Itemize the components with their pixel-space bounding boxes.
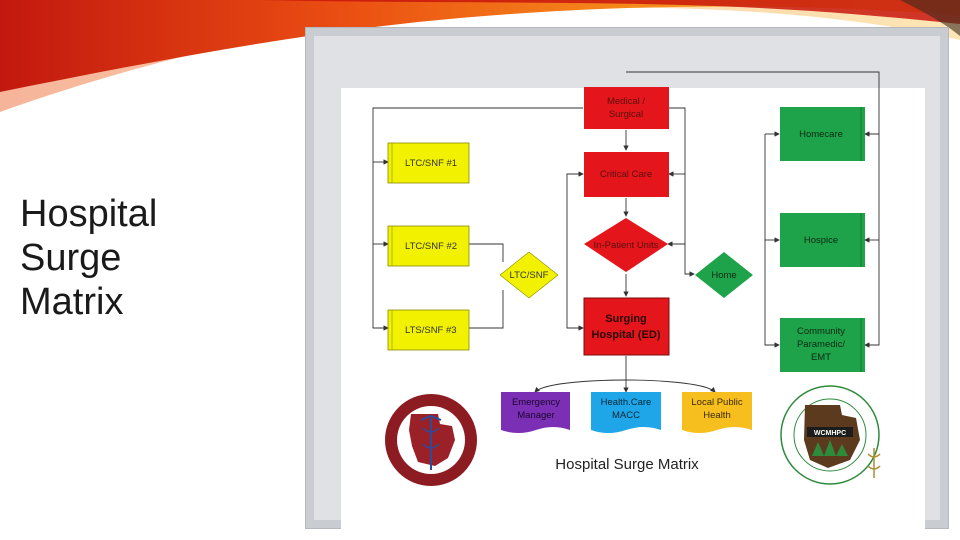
healthcare-macc-doc: Health.Care MACC (591, 392, 661, 433)
medical-surgical-label-line1: Medical / (607, 96, 645, 107)
homecare-label: Homecare (799, 129, 843, 140)
slide-title: Hospital Surge Matrix (20, 193, 158, 323)
critical-care-box: Critical Care (584, 152, 669, 197)
community-paramedic-label-line2: Paramedic/ (797, 339, 845, 350)
surging-hospital-label-line1: Surging (605, 313, 647, 325)
healthcare-macc-label-line2: MACC (612, 410, 640, 421)
critical-care-label: Critical Care (600, 169, 652, 180)
community-paramedic-label-line1: Community (797, 326, 845, 337)
central-mn-coalition-logo (385, 394, 477, 486)
diagram-caption: Hospital Surge Matrix (555, 456, 699, 473)
local-public-health-label-line1: Local Public (691, 397, 742, 408)
wcmhpc-badge-text: WCMHPC (814, 430, 846, 437)
surging-hospital-label-line2: Hospital (ED) (591, 329, 660, 341)
west-central-mn-coalition-logo: WCMHPC (780, 385, 881, 485)
medical-surgical-box: Medical / Surgical (584, 87, 669, 129)
local-public-health-doc: Local Public Health (682, 392, 752, 433)
healthcare-macc-label-line1: Health.Care (601, 397, 652, 408)
title-swoosh-decoration (0, 0, 960, 112)
community-paramedic-box: Community Paramedic/ EMT (780, 318, 865, 372)
local-public-health-label-line2: Health (703, 410, 730, 421)
ltc-snf-diamond-label: LTC/SNF (510, 270, 549, 281)
medical-surgical-label-line2: Surgical (609, 109, 643, 120)
lts-snf-3-label: LTS/SNF #3 (405, 325, 457, 336)
hospice-box: Hospice (780, 213, 865, 267)
emergency-manager-doc: Emergency Manager (501, 392, 570, 433)
homecare-box: Homecare (780, 107, 865, 161)
ltc-snf-2-label: LTC/SNF #2 (405, 241, 457, 252)
surging-hospital-box: Surging Hospital (ED) (583, 297, 670, 356)
in-patient-units-diamond: In-Patient Units (584, 218, 668, 272)
lts-snf-3-box: LTS/SNF #3 (387, 309, 470, 351)
emergency-manager-label-line1: Emergency (512, 397, 560, 408)
home-diamond-label: Home (711, 270, 736, 281)
ltc-snf-1-label: LTC/SNF #1 (405, 158, 457, 169)
hospice-label: Hospice (804, 235, 838, 246)
ltc-snf-diamond: LTC/SNF (499, 251, 559, 299)
in-patient-units-label: In-Patient Units (594, 240, 659, 251)
home-diamond: Home (695, 252, 753, 298)
ltc-snf-2-box: LTC/SNF #2 (387, 225, 470, 267)
community-paramedic-label-line3: EMT (811, 352, 831, 363)
ltc-snf-1-box: LTC/SNF #1 (387, 142, 470, 184)
connector-lines (372, 71, 880, 393)
emergency-manager-label-line2: Manager (517, 410, 555, 421)
